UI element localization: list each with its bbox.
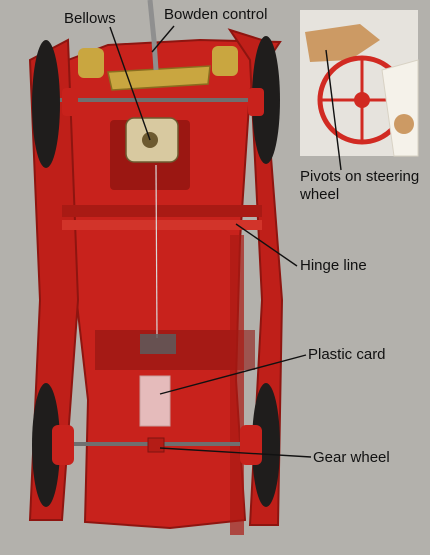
leader-lines: [109, 25, 342, 458]
rear-left-tire: [32, 383, 60, 507]
right-gold-post: [212, 46, 238, 76]
hinge-teeth: [62, 220, 262, 230]
bowden-control-label: Bowden control: [164, 6, 268, 23]
leader-card: [159, 354, 307, 395]
front-right-tire: [252, 36, 280, 164]
bellows-label: Bellows: [64, 10, 116, 27]
leader-bellows: [109, 26, 151, 141]
left-gold-post: [78, 48, 104, 78]
leader-hinge: [235, 223, 298, 267]
bellows: [125, 117, 179, 163]
hinge-line-label: Hinge line: [300, 257, 367, 274]
card-sheet: [139, 375, 171, 427]
gold-plate: [107, 65, 211, 91]
plastic-card-label: Plastic card: [308, 346, 386, 363]
rear-right-hub: [240, 425, 262, 465]
control-wire: [155, 164, 158, 339]
bowden-cable: [147, 0, 159, 71]
cross-member-hinge: [62, 205, 262, 217]
gear-wheel-label: Gear wheel: [313, 449, 390, 466]
front-right-hub: [248, 88, 264, 116]
inset-arm: [305, 24, 380, 62]
rear-right-tire: [252, 383, 280, 507]
leader-bowden: [151, 25, 175, 53]
inset-hub: [354, 92, 370, 108]
gold-top-plate: [78, 46, 238, 91]
rear-left-hub: [52, 425, 74, 465]
front-left-tire: [32, 40, 60, 168]
front-left-hub: [62, 88, 78, 116]
pivots-label: Pivots on steering wheel: [300, 168, 420, 203]
car-chassis: [28, 28, 284, 535]
weight-block: [140, 334, 176, 354]
leader-gear: [159, 447, 312, 458]
leader-pivots: [325, 49, 342, 171]
inset-hand: [394, 114, 414, 134]
steering-wheel-inset: [300, 10, 419, 157]
plastic-card: [139, 334, 176, 427]
gear-wheel: [147, 437, 165, 453]
wheels: [32, 36, 280, 507]
side-strut: [230, 235, 244, 535]
